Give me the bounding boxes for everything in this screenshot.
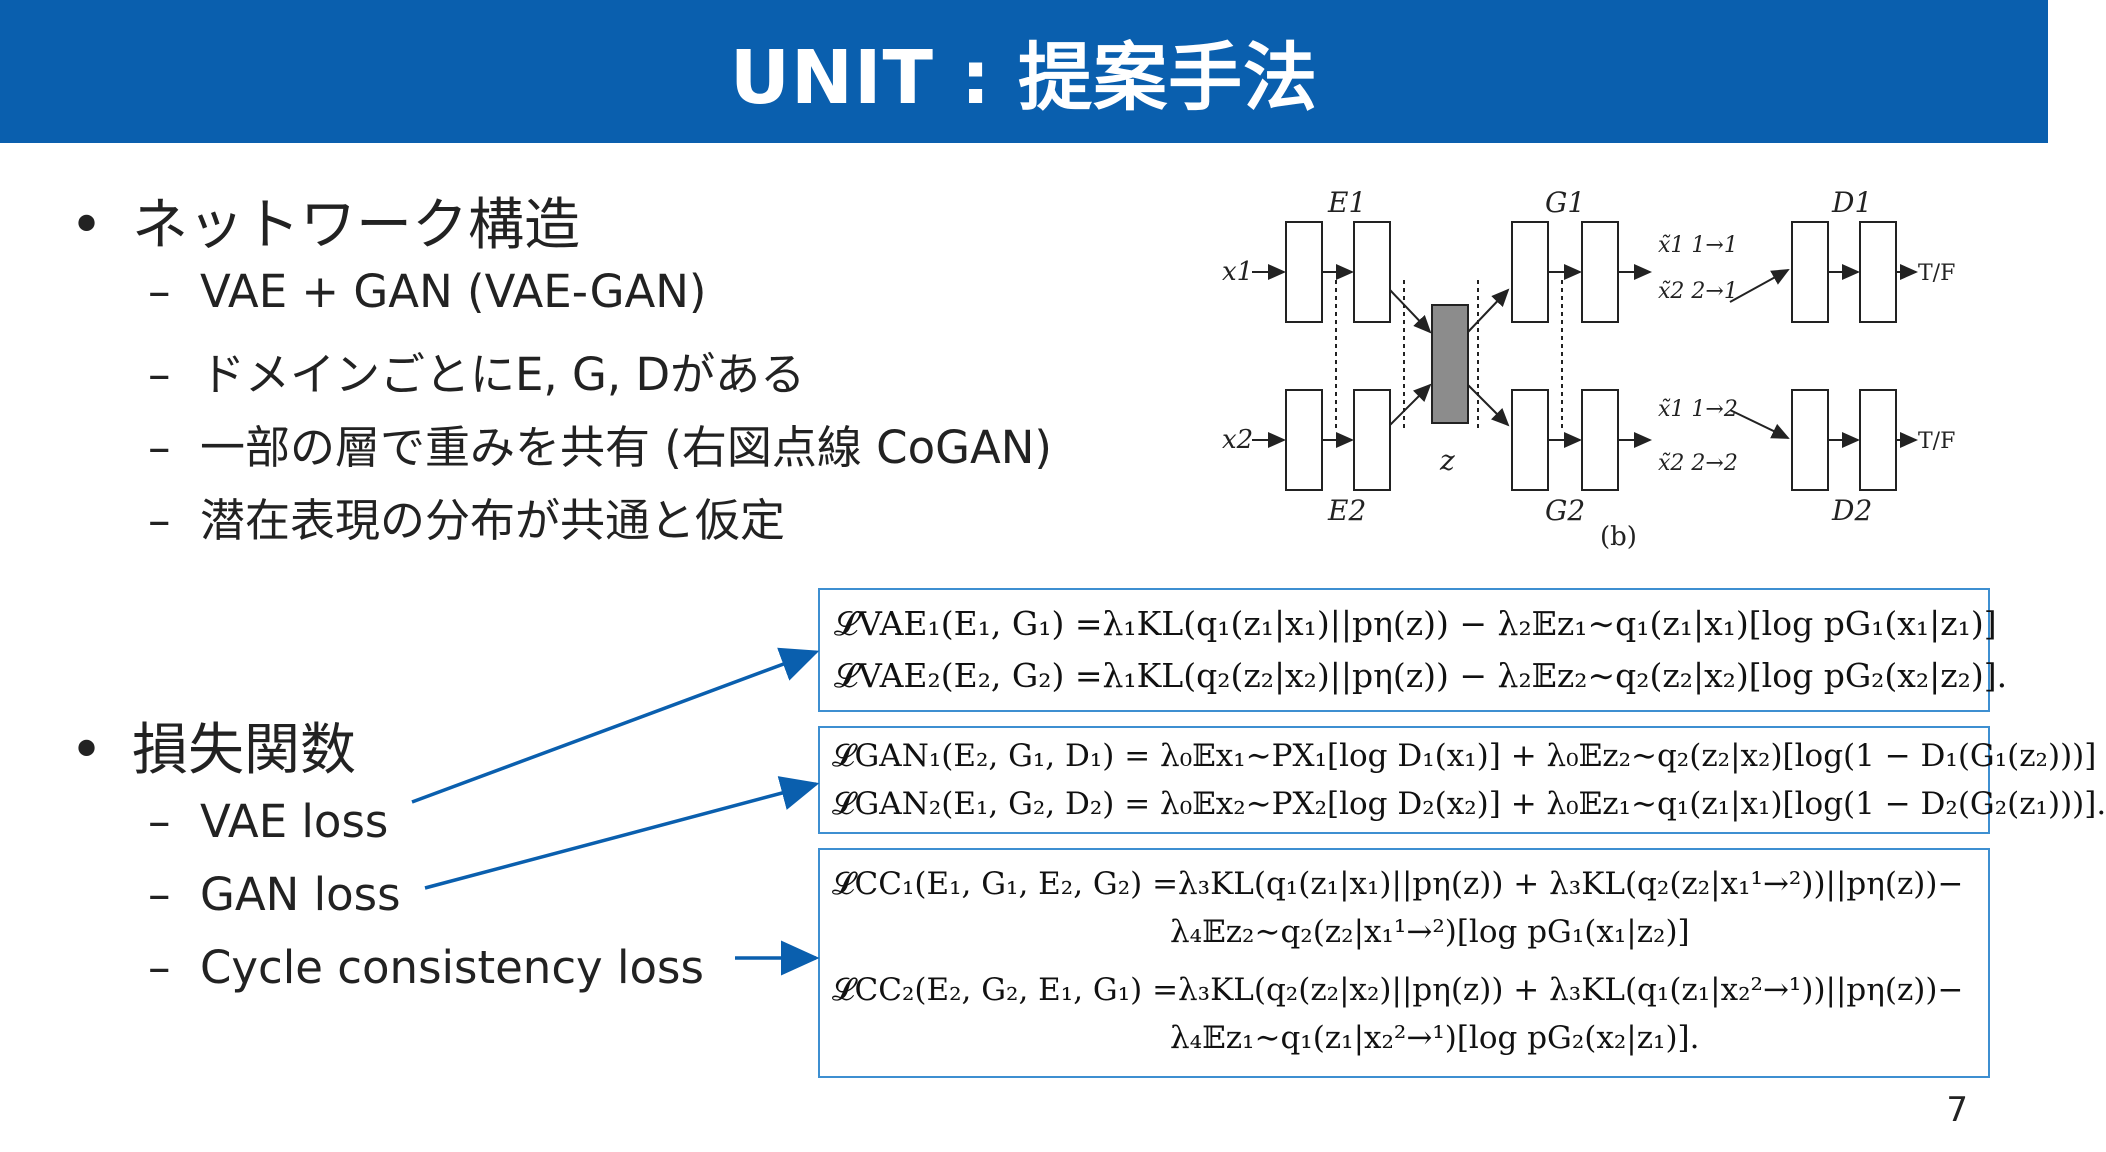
bullet-loss-functions: • 損失関数	[70, 705, 356, 786]
title-bar: UNIT : 提案手法	[0, 0, 2048, 143]
sub-item: –ドメインごとにE, G, Dがある	[148, 348, 806, 401]
vae-equation-line: 𝓛VAE₂(E₂, G₂) =λ₁KL(q₂(z₂|x₂)||pη(z)) − …	[834, 656, 2008, 695]
sub-item-text: VAE loss	[200, 795, 389, 848]
label-d1: D1	[1831, 186, 1872, 219]
bullet-network-structure: • ネットワーク構造	[70, 180, 580, 261]
g1-layer-2	[1581, 221, 1619, 323]
label-recon-top-2: x̃2 2→1	[1658, 279, 1738, 304]
cycle-consistency-equation-box: 𝓛CC₁(E₁, G₁, E₂, G₂) =λ₃KL(q₁(z₁|x₁)||pη…	[818, 848, 1990, 1078]
sub-item-text: Cycle consistency loss	[200, 941, 704, 994]
vae-equation-line: 𝓛VAE₁(E₁, G₁) =λ₁KL(q₁(z₁|x₁)||pη(z)) − …	[834, 604, 1997, 643]
label-g1: G1	[1545, 186, 1585, 219]
label-z: z	[1439, 444, 1455, 477]
vae-loss-equation-box: 𝓛VAE₁(E₁, G₁) =λ₁KL(q₁(z₁|x₁)||pη(z)) − …	[818, 588, 2007, 712]
sub-item-cc-loss: –Cycle consistency loss	[148, 941, 704, 994]
cc-equation-line: 𝓛CC₂(E₂, G₂, E₁, G₁) =λ₃KL(q₂(z₂|x₂)||pη…	[832, 972, 1964, 1008]
cc-equation-line: 𝓛CC₁(E₁, G₁, E₂, G₂) =λ₃KL(q₁(z₁|x₁)||pη…	[832, 866, 1964, 902]
arrow-gan-loss	[424, 776, 820, 890]
bullet-heading: 損失関数	[132, 718, 356, 783]
arrow-vae-loss	[411, 647, 820, 804]
label-x2: x2	[1222, 425, 1253, 455]
d1-layer-1	[1791, 221, 1829, 323]
slide-title: UNIT : 提案手法	[729, 35, 1319, 121]
e1-layer-1	[1285, 221, 1323, 323]
e1-layer-2	[1353, 221, 1391, 323]
bullet-dot: •	[70, 718, 104, 783]
sub-item-text: GAN loss	[200, 868, 401, 921]
gan-equation-line: 𝓛GAN₂(E₁, G₂, D₂) = λ₀𝔼x₂∼PX₂[log D₂(x₂)…	[832, 786, 2106, 822]
g2-layer-2	[1581, 389, 1619, 491]
sub-item-text: ドメインごとにE, G, Dがある	[200, 348, 806, 401]
latent-z-block	[1431, 304, 1469, 424]
label-e2: E2	[1327, 494, 1366, 527]
label-caption: (b)	[1600, 522, 1637, 552]
g2-layer-1	[1511, 389, 1549, 491]
label-output-1: T/F	[1918, 261, 1955, 286]
sub-item: –潜在表現の分布が共通と仮定	[148, 494, 786, 547]
cc-equation-line: λ₄𝔼z₁∼q₁(z₁|x₂²→¹)[log pG₂(x₂|z₁)].	[1170, 1020, 1700, 1056]
d2-layer-1	[1791, 389, 1829, 491]
sub-item-text: 一部の層で重みを共有 (右図点線 CoGAN)	[200, 421, 1052, 474]
e2-layer-1	[1285, 389, 1323, 491]
bullet-dot: •	[70, 193, 104, 258]
g1-layer-1	[1511, 221, 1549, 323]
label-output-2: T/F	[1918, 429, 1955, 454]
cc-equation-line: λ₄𝔼z₂∼q₂(z₂|x₁¹→²)[log pG₁(x₁|z₂)]	[1170, 914, 1690, 950]
label-g2: G2	[1545, 494, 1585, 527]
label-d2: D2	[1831, 494, 1872, 527]
sub-item-gan-loss: –GAN loss	[148, 868, 401, 921]
sub-item-vae-loss: –VAE loss	[148, 795, 389, 848]
label-recon-bottom-1: x̃1 1→2	[1658, 397, 1738, 422]
label-recon-top-1: x̃1 1→1	[1658, 233, 1738, 258]
label-recon-bottom-2: x̃2 2→2	[1658, 451, 1738, 476]
unit-network-diagram: E1 E2 G1 G2 D1 D2 x1 x2 z (b) x̃1 1→1 x̃…	[1222, 186, 1955, 552]
sub-item: –一部の層で重みを共有 (右図点線 CoGAN)	[148, 421, 1052, 474]
page-number: 7	[1946, 1090, 1968, 1130]
sub-item-text: VAE + GAN (VAE-GAN)	[200, 265, 707, 318]
bullet-heading: ネットワーク構造	[132, 193, 580, 258]
label-e1: E1	[1327, 186, 1366, 219]
sub-item-text: 潜在表現の分布が共通と仮定	[200, 494, 786, 547]
label-x1: x1	[1222, 257, 1253, 287]
gan-loss-equation-box: 𝓛GAN₁(E₂, G₁, D₁) = λ₀𝔼x₁∼PX₁[log D₁(x₁)…	[818, 726, 2106, 834]
d2-layer-2	[1859, 389, 1897, 491]
gan-equation-line: 𝓛GAN₁(E₂, G₁, D₁) = λ₀𝔼x₁∼PX₁[log D₁(x₁)…	[832, 738, 2097, 774]
sub-item: –VAE + GAN (VAE-GAN)	[148, 265, 707, 318]
d1-layer-2	[1859, 221, 1897, 323]
e2-layer-2	[1353, 389, 1391, 491]
